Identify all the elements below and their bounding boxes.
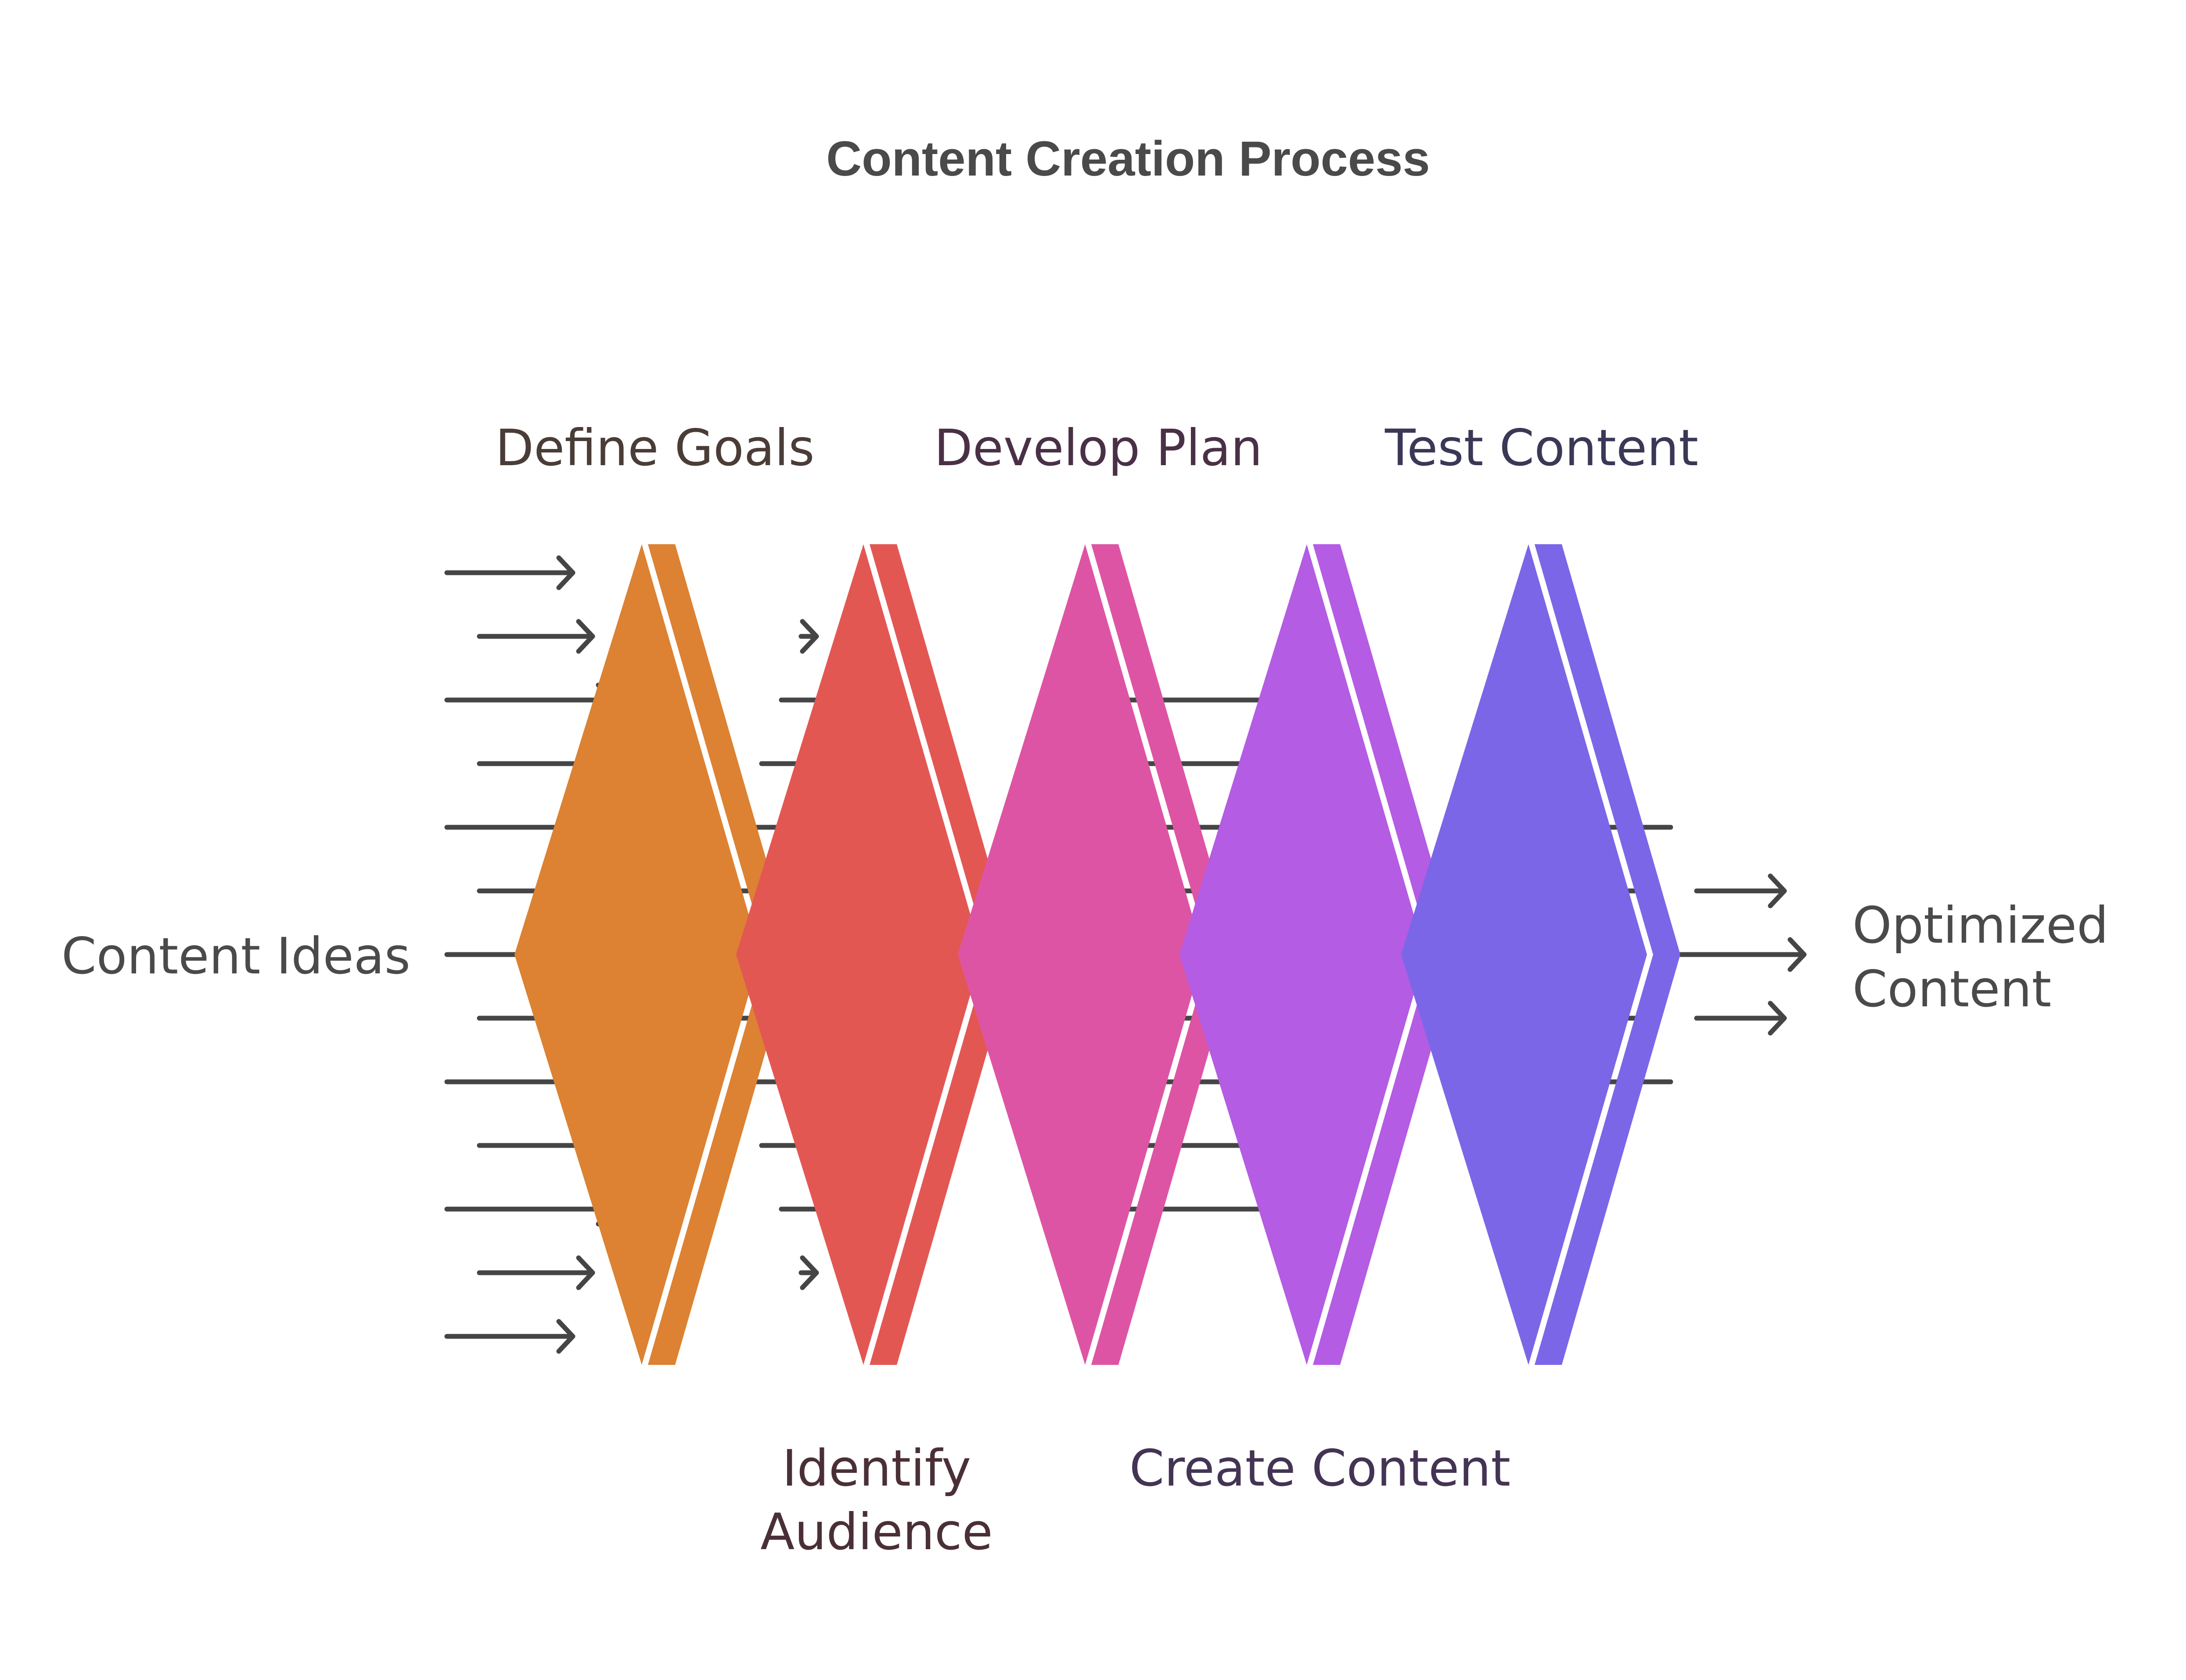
stage-define-goals <box>514 544 794 1365</box>
input-arrow <box>444 682 615 718</box>
stage-chevrons <box>514 544 1680 1365</box>
stage-arrow <box>798 1255 819 1290</box>
stage-arrow <box>798 619 819 654</box>
stage-label-create-content: Create Content <box>1129 1439 1510 1497</box>
stage-identify-audience-band <box>870 544 1015 1365</box>
input-arrow <box>444 555 575 590</box>
stage-define-goals-body <box>514 544 760 1365</box>
output-arrow <box>1694 873 1787 908</box>
stage-create-content <box>1179 544 1459 1365</box>
stage-identify-audience <box>736 544 1015 1365</box>
stage-test-content-body <box>1401 544 1647 1365</box>
input-arrow <box>444 1319 575 1354</box>
stage-develop-plan-body <box>958 544 1204 1365</box>
stage-test-content <box>1401 544 1680 1365</box>
input-label: Content Ideas <box>61 927 410 985</box>
input-arrow <box>477 619 595 654</box>
stage-label-define-goals: Define Goals <box>495 419 814 477</box>
stage-label-test-content: Test Content <box>1384 419 1698 477</box>
input-arrow <box>477 1255 595 1290</box>
stage-create-content-band <box>1313 544 1459 1365</box>
output-arrow <box>1694 1001 1787 1036</box>
stage-define-goals-band <box>648 544 794 1365</box>
diagram-title: Content Creation Process <box>826 131 1430 186</box>
output-arrow <box>1674 937 1807 972</box>
stage-develop-plan <box>958 544 1237 1365</box>
stage-create-content-body <box>1179 544 1425 1365</box>
stage-identify-audience-body <box>736 544 982 1365</box>
stage-label-develop-plan: Develop Plan <box>934 419 1262 477</box>
stage-test-content-band <box>1535 544 1680 1365</box>
input-arrow <box>444 1192 615 1227</box>
stage-develop-plan-band <box>1091 544 1237 1365</box>
